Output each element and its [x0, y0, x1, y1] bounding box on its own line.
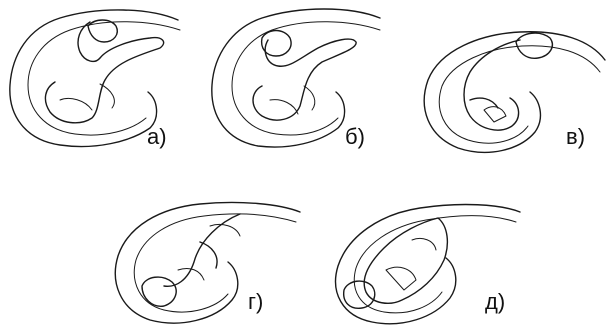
panel-g-fetus-limb: [178, 224, 240, 280]
panel-d-fetus-head: [344, 281, 375, 308]
panel-b-fetus-limb: [270, 86, 315, 114]
panel-c-fetus-limb: [484, 107, 506, 122]
panel-g-drawing: [115, 202, 300, 323]
panel-a-uterus-inner: [28, 22, 180, 135]
panel-c-fetus-body: [464, 40, 520, 130]
panel-v-label: в): [566, 126, 585, 148]
panel-d-label: д): [485, 291, 505, 313]
panel-a-fetus-body: [45, 22, 163, 123]
panel-g-label: г): [248, 291, 263, 313]
panel-d-fetus-body: [364, 218, 447, 303]
panel-g-uterus-outline: [115, 202, 300, 323]
panel-a-label: а): [147, 126, 167, 148]
panel-b-fetus-body: [253, 39, 356, 120]
panel-a-fetus-limb: [60, 84, 114, 110]
panel-b-label: б): [345, 126, 365, 148]
panel-b-uterus-inner: [232, 22, 380, 135]
